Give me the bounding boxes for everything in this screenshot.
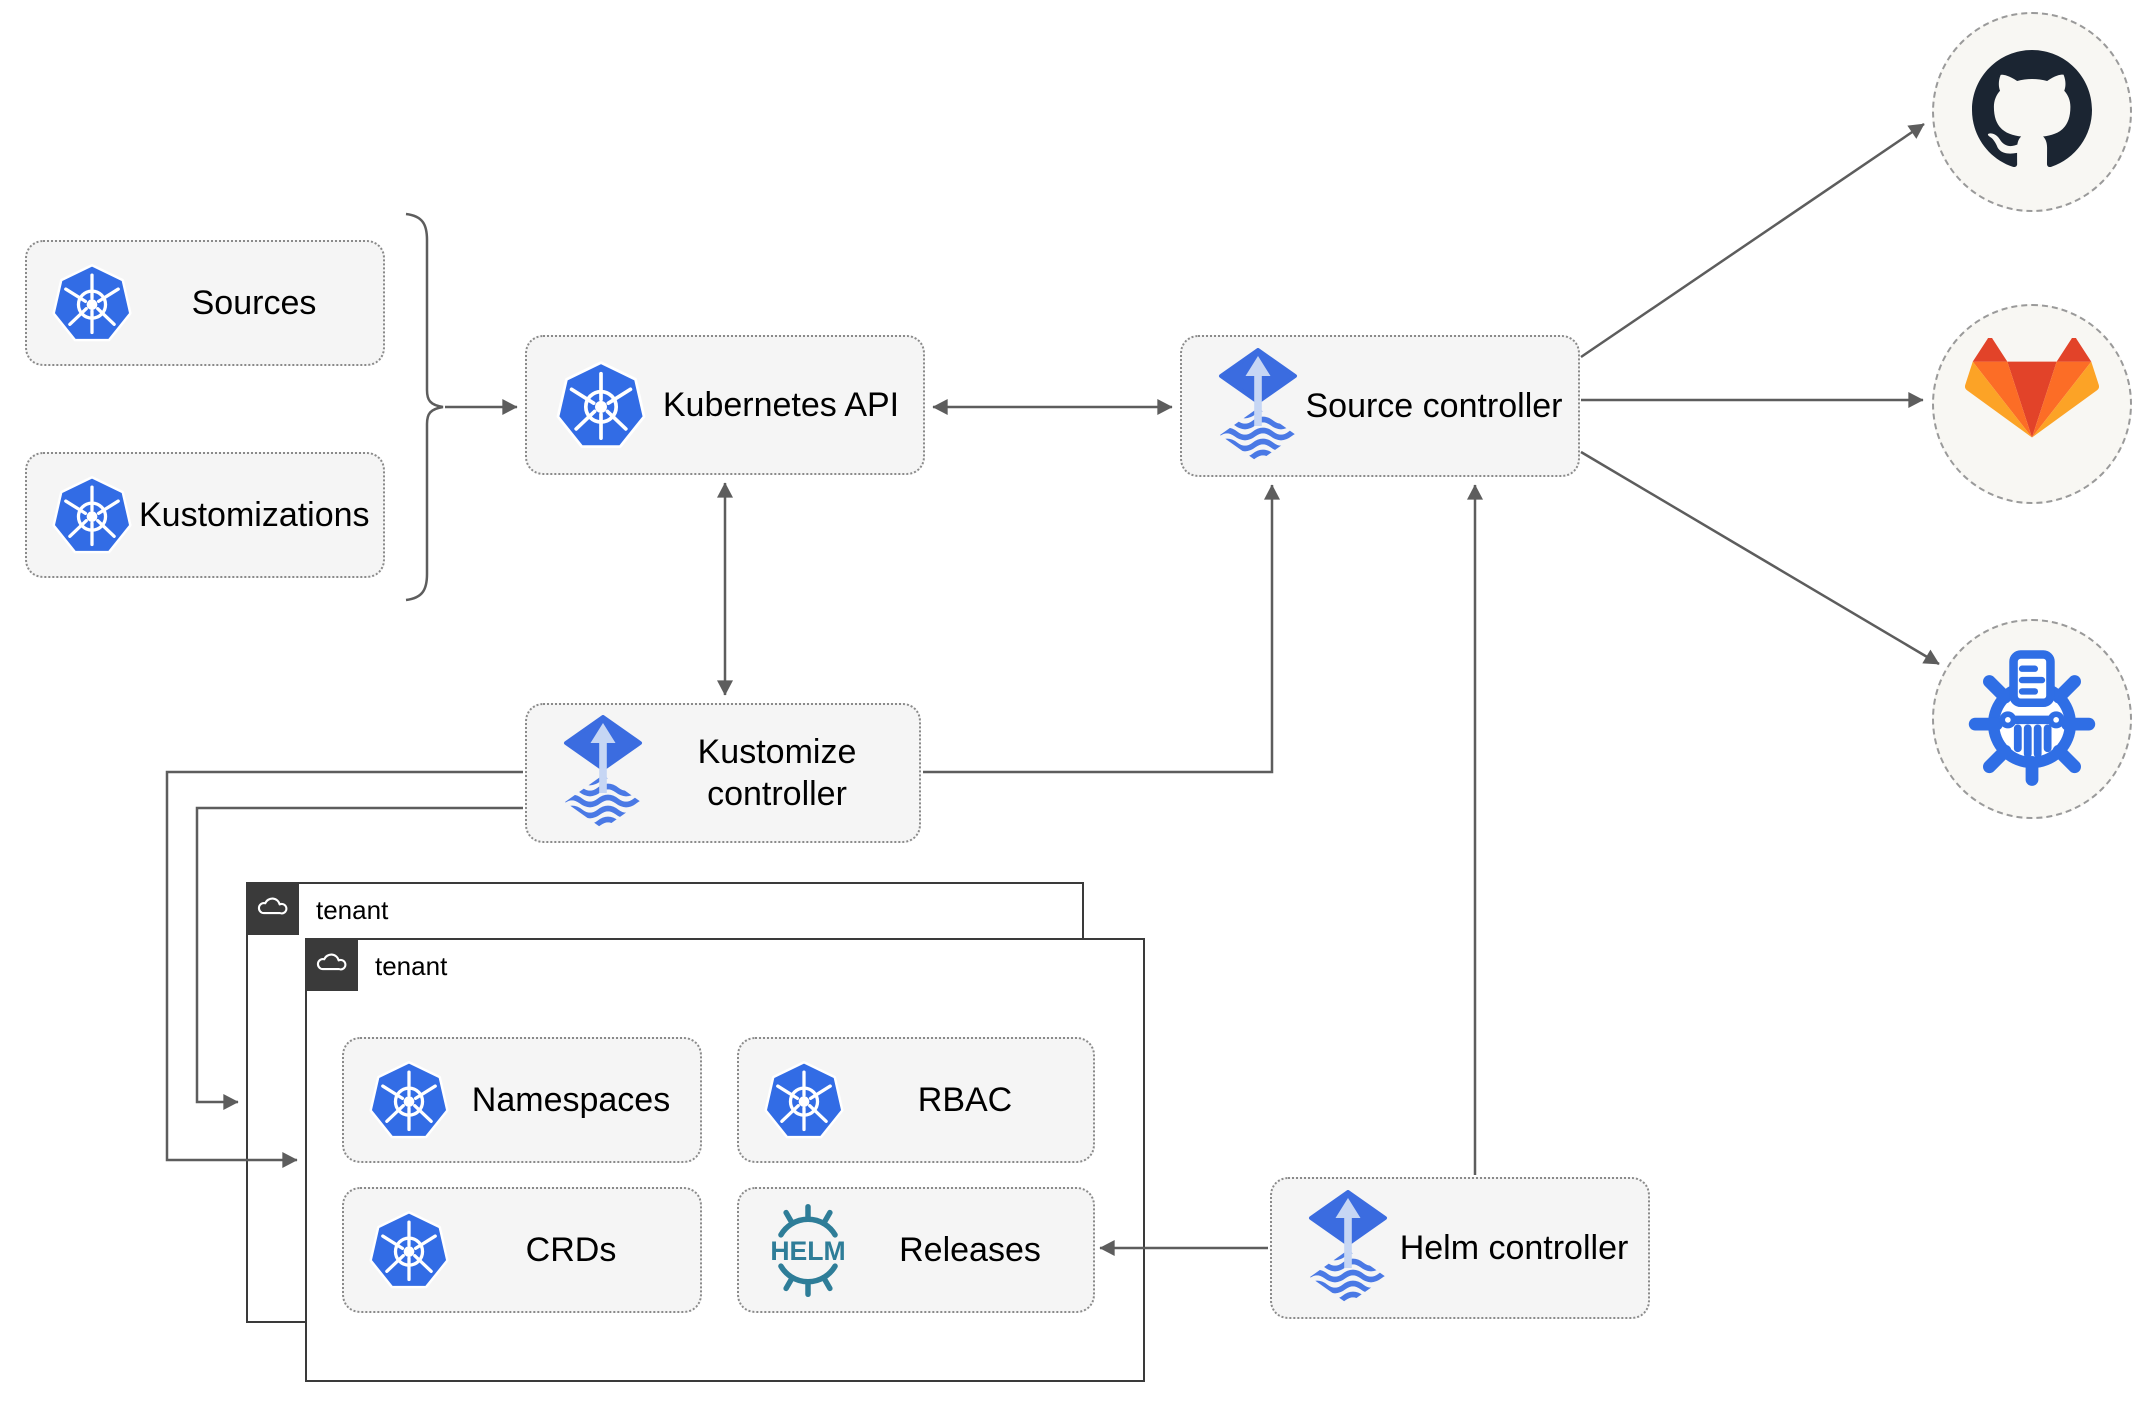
- group-tab: [245, 881, 299, 935]
- external-github: [1932, 12, 2132, 212]
- kubernetes-icon: [51, 262, 133, 344]
- node-helm-controller: Helm controller: [1270, 1177, 1650, 1319]
- node-label: Source controller: [1305, 386, 1563, 425]
- node-namespaces: Namespaces: [342, 1037, 702, 1163]
- node-label: CRDs: [525, 1230, 617, 1269]
- group-tab: [304, 937, 358, 991]
- node-label: Kubernetes API: [662, 385, 900, 424]
- node-label: Kustomizations: [139, 495, 370, 534]
- flux-icon: [1308, 1190, 1388, 1306]
- tenant-label: tenant: [375, 951, 448, 981]
- node-source-controller: Source controller: [1180, 335, 1580, 477]
- external-gitlab: [1932, 304, 2132, 504]
- flux-icon: [563, 715, 643, 831]
- node-kustomize-controller: Kustomize controller: [525, 703, 921, 843]
- arrow-kustomize-controller-to-source-controller: [923, 484, 1280, 774]
- cloud-icon: [255, 893, 289, 924]
- node-rbac: RBAC: [737, 1037, 1095, 1163]
- github-icon: [1972, 49, 2092, 175]
- node-kubernetes-api: Kubernetes API: [525, 335, 925, 475]
- external-helm-repository: [1932, 619, 2132, 819]
- node-label: Namespaces: [471, 1080, 671, 1119]
- kubernetes-icon: [51, 474, 133, 556]
- node-sources: Sources: [25, 240, 385, 366]
- arrow-source-controller-to-helm-repository: [1580, 450, 1940, 666]
- node-kustomizations: Kustomizations: [25, 452, 385, 578]
- node-releases: HELM Releases: [737, 1187, 1095, 1313]
- arrow-source-controller-to-github: [1580, 122, 1925, 359]
- node-crds: CRDs: [342, 1187, 702, 1313]
- gitlab-icon: [1965, 336, 2099, 471]
- helm-repository-icon: [1961, 646, 2103, 793]
- cloud-icon: [314, 949, 348, 980]
- node-label: Kustomize controller: [697, 732, 857, 814]
- node-label: RBAC: [917, 1080, 1013, 1119]
- helm-logo-text: HELM: [770, 1235, 845, 1265]
- kubernetes-icon: [555, 359, 647, 451]
- node-label: Sources: [191, 283, 317, 322]
- tenant-label: tenant: [316, 895, 389, 925]
- tenant-group-front: tenant Namespace: [304, 937, 1145, 1382]
- kubernetes-icon: [368, 1059, 450, 1141]
- helm-icon: HELM: [761, 1202, 855, 1299]
- flux-icon: [1218, 348, 1298, 464]
- brace-sources-kustomizations: [405, 212, 444, 602]
- kubernetes-icon: [368, 1209, 450, 1291]
- kubernetes-icon: [763, 1059, 845, 1141]
- node-label: Releases: [899, 1230, 1041, 1269]
- node-label: Helm controller: [1399, 1228, 1629, 1267]
